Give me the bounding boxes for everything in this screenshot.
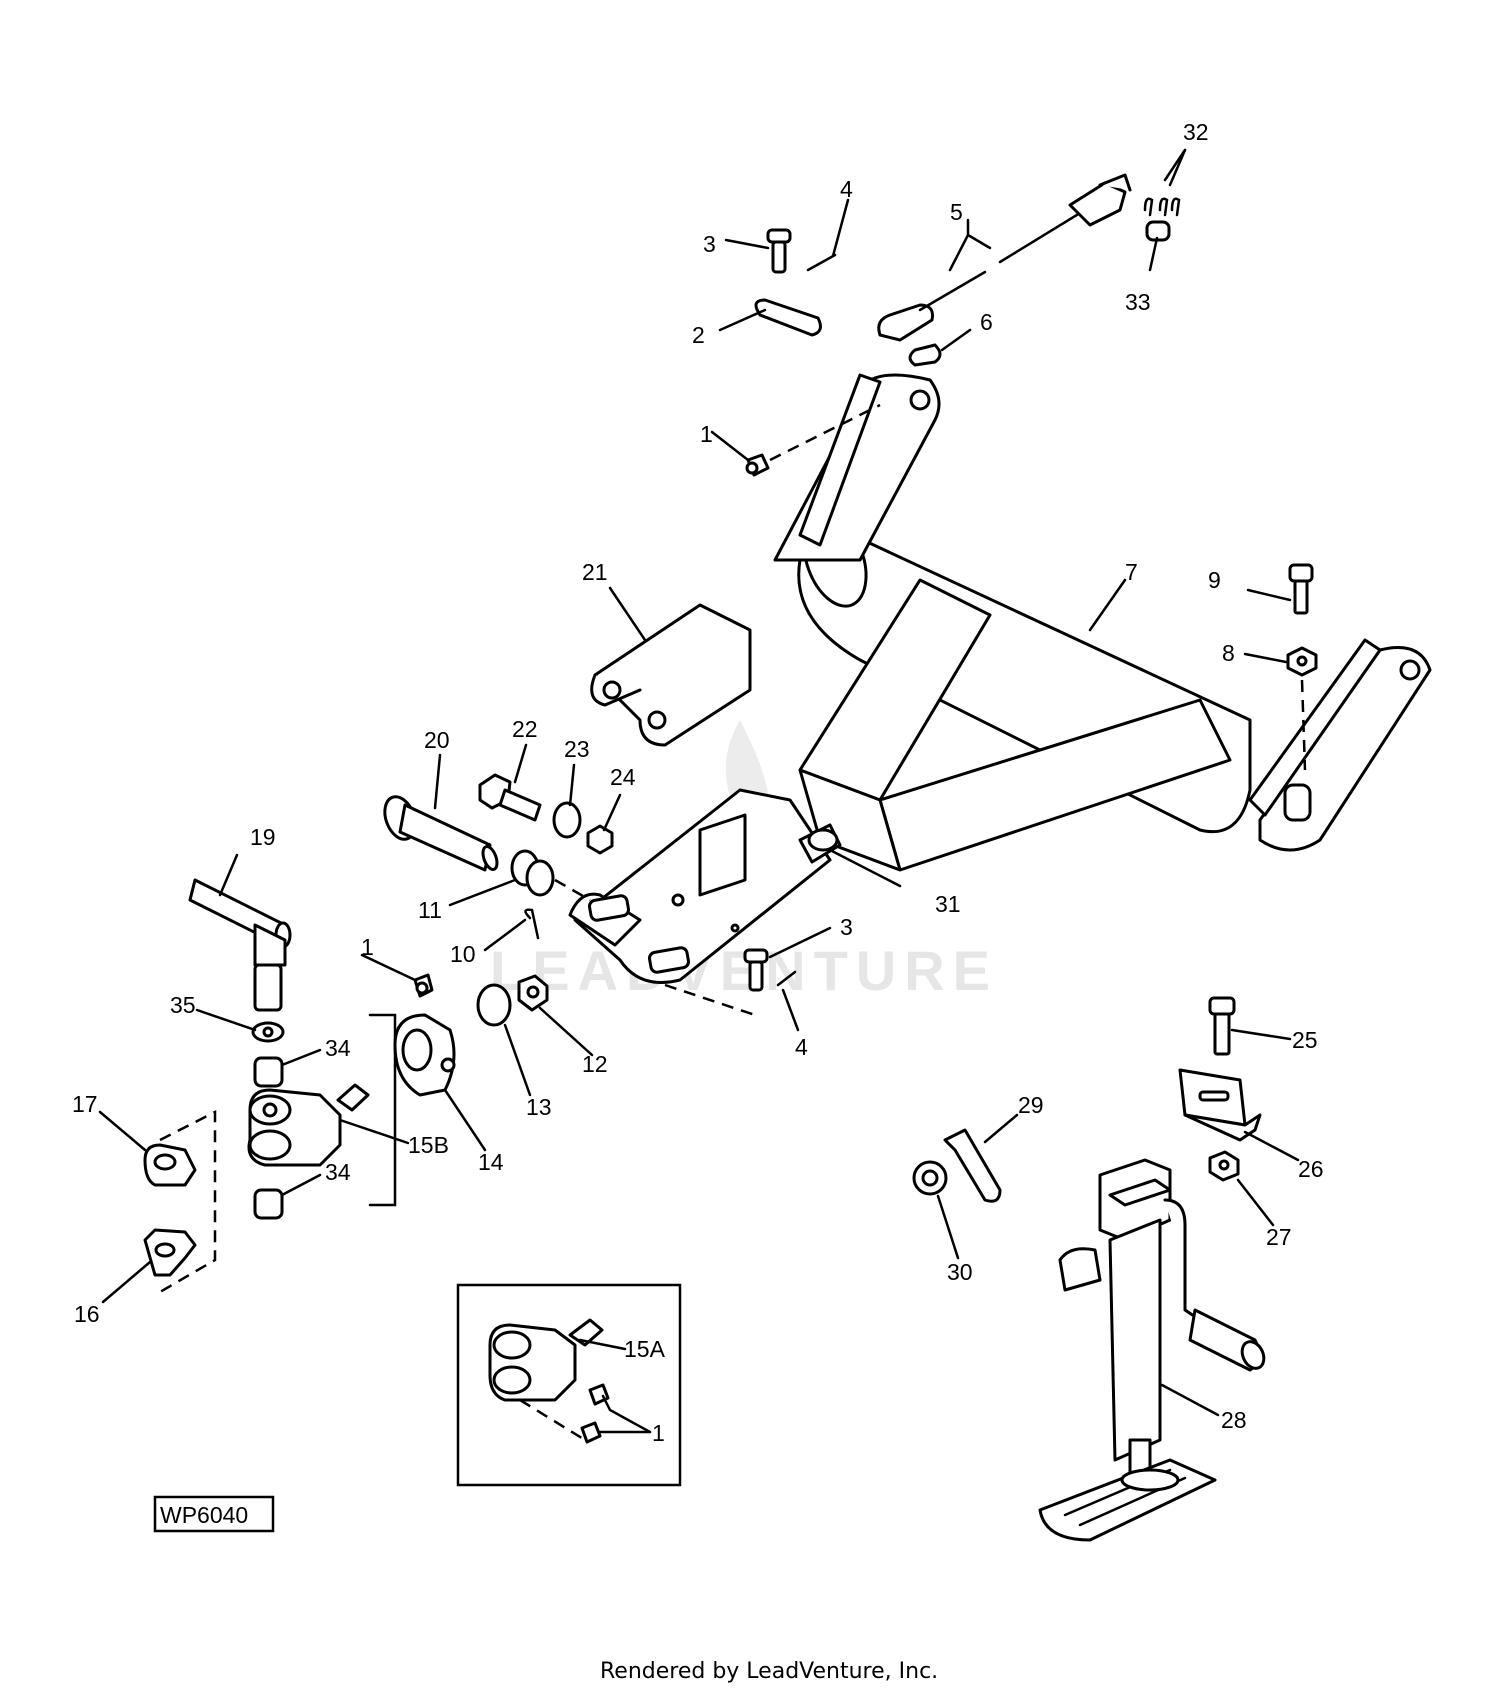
bracket-21	[590, 603, 752, 747]
hitch-frame	[568, 373, 1432, 984]
callout-15b: 15B	[408, 1132, 449, 1158]
leader-lines	[98, 148, 1300, 1434]
callout-32: 32	[1183, 119, 1209, 145]
bolt-25	[1208, 996, 1236, 1056]
jack-handle-19	[188, 878, 292, 1012]
callout-22: 22	[512, 716, 538, 742]
bracket-15b	[368, 1013, 397, 1207]
clip-30	[912, 1160, 948, 1196]
callout-13: 13	[526, 1094, 552, 1120]
callout-30: 30	[947, 1259, 973, 1285]
callout-21: 21	[582, 559, 608, 585]
clevis-pin-3-lower	[743, 948, 769, 992]
callout-29: 29	[1018, 1092, 1044, 1118]
spacer-34-upper	[253, 1056, 284, 1088]
nut-24	[586, 824, 614, 855]
callout-16: 16	[74, 1301, 100, 1327]
leader-dash	[769, 403, 881, 462]
leader-dash	[519, 1398, 586, 1442]
washer-13	[476, 983, 512, 1027]
callout-27: 27	[1266, 1224, 1292, 1250]
inset-box	[456, 1283, 682, 1487]
nut-8	[1286, 646, 1318, 677]
callout-31: 31	[935, 891, 961, 917]
clips-32	[1143, 197, 1181, 217]
callout-8: 8	[1222, 640, 1235, 666]
clevis-15b	[247, 1083, 370, 1167]
leader-dash	[554, 878, 591, 902]
spacer-33	[1145, 220, 1171, 242]
grease-fitting-1-inset-b	[580, 1421, 602, 1444]
callout-14: 14	[478, 1149, 504, 1175]
bolt-9	[1288, 563, 1314, 615]
swivel-14	[393, 1013, 456, 1097]
callout-28: 28	[1221, 1407, 1247, 1433]
leader-dash	[1300, 679, 1307, 771]
bolt-22	[478, 773, 542, 822]
callout-19: 19	[250, 824, 276, 850]
washer-35	[251, 1021, 285, 1043]
pin-2	[754, 298, 822, 337]
callout-labels: 1 1 1 2 3 3 4 4 5 6 7 8 9 10 11 12 13 14…	[72, 119, 1324, 1446]
cotter-pin-10	[524, 908, 540, 940]
cotter-pin-4-top	[806, 253, 837, 272]
callout-6: 6	[980, 309, 993, 335]
washer-23	[552, 801, 582, 839]
rendered-by-credit: Rendered by LeadVenture, Inc.	[600, 1659, 938, 1684]
nut-27	[1208, 1150, 1240, 1182]
callout-12: 12	[582, 1051, 608, 1077]
bushing-16	[143, 1228, 197, 1277]
callout-2: 2	[692, 322, 705, 348]
callout-20: 20	[424, 727, 450, 753]
callout-7: 7	[1125, 559, 1138, 585]
callout-26: 26	[1298, 1156, 1324, 1182]
callout-23: 23	[564, 736, 590, 762]
lift-link	[877, 173, 1132, 342]
leader-dash	[159, 1109, 217, 1294]
callout-3: 3	[840, 914, 853, 940]
pin-29	[943, 1128, 1002, 1203]
jack-28	[1038, 1158, 1266, 1542]
callout-1: 1	[652, 1420, 665, 1446]
callout-3: 3	[703, 231, 716, 257]
spacer-34-lower	[253, 1188, 284, 1220]
clevis-pin-3-top	[766, 228, 792, 274]
watermark-text: LEADVENTURE	[490, 939, 998, 1002]
grease-fitting-1-middle	[413, 973, 434, 998]
callout-15a: 15A	[624, 1336, 666, 1362]
callout-35: 35	[170, 992, 196, 1018]
grease-fitting-1-top	[745, 453, 770, 477]
bushing-17	[143, 1143, 197, 1187]
clevis-15a	[488, 1318, 604, 1402]
bushing-11	[510, 849, 555, 897]
callout-1: 1	[700, 421, 713, 447]
figure-code: WP6040	[160, 1502, 248, 1528]
callout-17: 17	[72, 1091, 98, 1117]
nut-12	[517, 974, 549, 1012]
callout-25: 25	[1292, 1027, 1318, 1053]
callout-4: 4	[795, 1034, 808, 1060]
leader-dash	[664, 983, 756, 1017]
callout-34: 34	[325, 1159, 351, 1185]
callout-4: 4	[840, 176, 853, 202]
figure-code-box	[153, 1495, 275, 1533]
callout-33: 33	[1125, 289, 1151, 315]
callout-24: 24	[610, 764, 636, 790]
callout-11: 11	[418, 897, 442, 923]
callout-1: 1	[361, 934, 374, 960]
bushing-6	[908, 343, 942, 367]
callout-34: 34	[325, 1035, 351, 1061]
callout-5: 5	[950, 199, 963, 225]
callout-9: 9	[1208, 567, 1221, 593]
bracket-26	[1178, 1068, 1262, 1142]
hitch-pin-20	[383, 795, 499, 872]
cotter-pin-4-lower	[776, 970, 797, 987]
callout-10: 10	[450, 941, 476, 967]
